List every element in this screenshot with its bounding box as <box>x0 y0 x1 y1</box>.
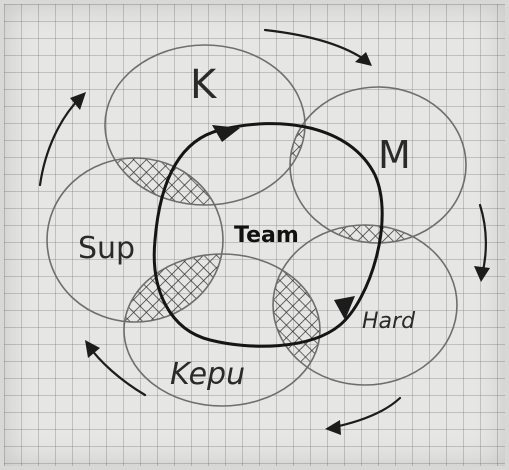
label-hard: Hard <box>362 309 416 334</box>
team-loop-arrow-icon <box>334 296 355 320</box>
cycle-arrow-icon <box>474 203 490 282</box>
team-loop-arrow-icon <box>212 125 240 142</box>
team-loop <box>152 122 384 348</box>
cycle-arrow-icon <box>325 396 402 435</box>
cycle-arrow-icon <box>38 92 86 187</box>
grid-paper <box>4 4 505 466</box>
circle-hard <box>272 224 458 386</box>
circle-k <box>104 44 306 206</box>
label-k: K <box>190 62 218 108</box>
cycle-arrow-icon <box>85 340 147 397</box>
overlap-kepu-sup <box>124 254 223 322</box>
label-m: M <box>378 133 411 177</box>
overlap-sup-k <box>105 158 223 205</box>
label-team: Team <box>234 223 299 248</box>
cycle-arrow-icon <box>263 28 372 66</box>
circle-sup <box>46 157 224 323</box>
label-kepu: Kepu <box>170 357 245 392</box>
label-sup: Sup <box>78 231 135 266</box>
